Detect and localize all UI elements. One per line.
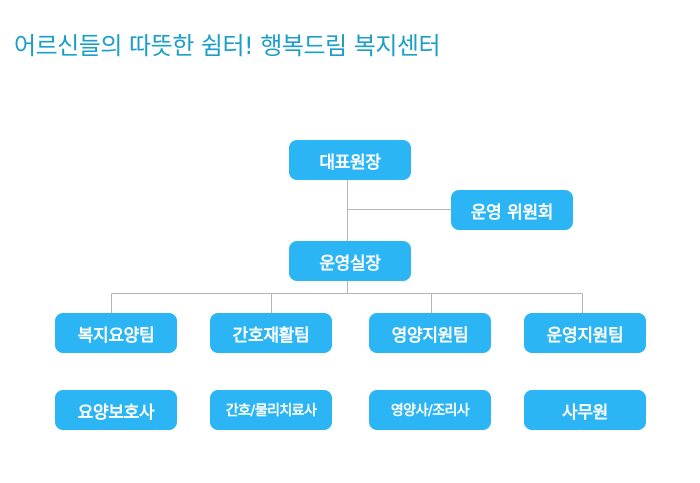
node-committee: 운영 위원회: [451, 190, 573, 230]
node-staff-clerk: 사무원: [524, 390, 646, 430]
node-staff-caregiver: 요양보호사: [55, 390, 177, 430]
node-team-nursing-rehab: 간호재활팀: [210, 313, 332, 353]
node-staff-dietitian-cook: 영양사/조리사: [369, 390, 491, 430]
node-staff-nurse-physio: 간호/물리치료사: [210, 390, 332, 430]
node-ceo: 대표원장: [289, 140, 411, 180]
page-title: 어르신들의 따뜻한 쉼터! 행복드림 복지센터: [14, 32, 441, 60]
node-office-head: 운영실장: [289, 241, 411, 281]
node-team-operations-support: 운영지원팀: [524, 313, 646, 353]
node-team-nutrition: 영양지원팀: [369, 313, 491, 353]
node-team-welfare-care: 복지요양팀: [55, 313, 177, 353]
